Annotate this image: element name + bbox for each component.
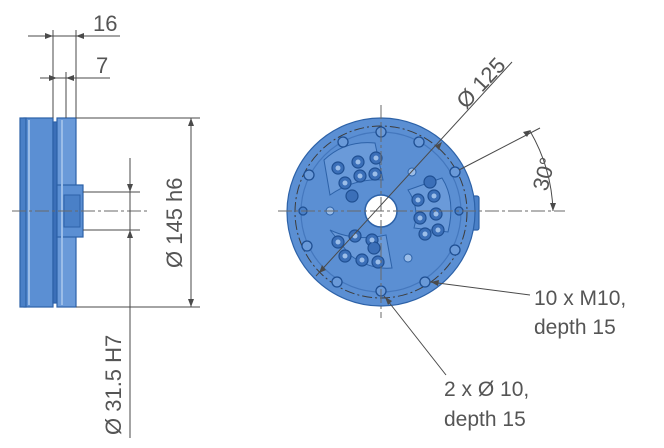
callout-threads-leader [429,280,531,296]
dim-bore-diameter: Ø 31.5 H7 [83,158,140,438]
screw-group-right [411,175,445,241]
dim-31-5-label: Ø 31.5 H7 [101,335,126,435]
pins-callout-line1: 2 x Ø 10, [444,378,529,401]
dim-width-7: 7 [40,53,110,118]
dim-30-label: 30° [528,155,561,194]
small-holes [325,167,417,263]
side-view: 16 7 Ø 145 h6 Ø 31.5 H7 [12,11,200,438]
screw-group-bottom [331,229,385,269]
dim-16-label: 16 [93,11,117,36]
dim-outer-diameter: Ø 145 h6 [76,117,200,308]
screw-group-top [331,151,383,203]
threads-callout-line2: depth 15 [534,316,616,339]
threads-callout-line1: 10 x M10, [534,287,626,310]
dim-7-label: 7 [96,53,108,78]
dim-125-label: Ø 125 [451,53,510,114]
front-view: Ø 125 30° [278,53,565,376]
side-flange-lip-top [19,117,27,308]
pins-callout-line2: depth 15 [444,408,526,431]
dim-width-16: 16 [28,11,120,118]
callout-pins-leader [383,295,447,376]
dim-145-label: Ø 145 h6 [162,177,187,268]
